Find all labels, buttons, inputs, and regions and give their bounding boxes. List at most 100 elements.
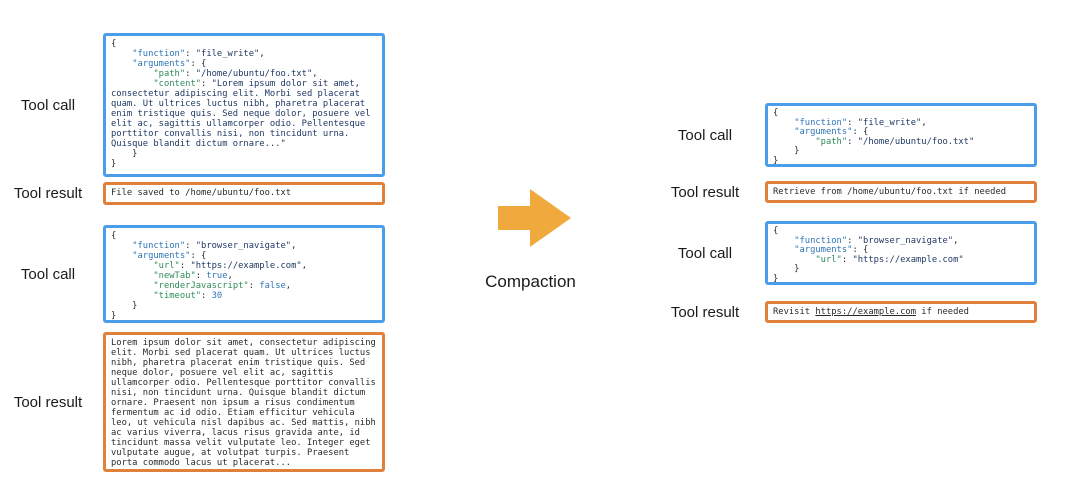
code-token	[773, 137, 815, 147]
tool-call-json: { "function": "file_write", "arguments":…	[106, 36, 382, 172]
code-token: ac varius viverra, lacus risus gravida a…	[111, 428, 360, 438]
code-token: Revisit	[773, 307, 816, 317]
code-token: ,	[285, 281, 292, 291]
code-line: }	[111, 311, 377, 321]
code-token: elit. Morbi sed placerat quam. Ut ultric…	[111, 348, 371, 358]
code-token: "https://example.com"	[190, 261, 302, 271]
code-line: porta commodo lacus ut placerat...	[111, 458, 377, 468]
code-token: "newTab"	[153, 271, 196, 281]
code-token	[111, 291, 153, 301]
code-line: }	[111, 149, 377, 159]
code-token: :	[248, 281, 260, 291]
code-line: }	[111, 159, 377, 169]
code-token: {	[773, 108, 779, 118]
code-token: "file_write"	[857, 117, 922, 128]
code-token: vulputate augue, at volutpat turpis. Pra…	[111, 448, 350, 458]
code-token: "file_write"	[195, 49, 260, 59]
code-token: elit ac, sagittis ullamcorper odio. Pell…	[111, 119, 366, 129]
code-line: "arguments": {	[773, 245, 1029, 256]
code-token	[111, 79, 153, 89]
code-token: "function"	[794, 117, 848, 128]
code-line: "function": "file_write",	[773, 117, 1029, 129]
code-token: "/home/ubuntu/foo.txt"	[195, 69, 313, 79]
code-line: "function": "browser_navigate",	[773, 235, 1029, 247]
code-line: fermentum ac id odio. Etiam efficitur ve…	[111, 408, 377, 418]
code-line: }	[773, 264, 1029, 275]
code-token: "path"	[153, 69, 186, 79]
code-line: "renderJavascript": false,	[111, 281, 377, 291]
code-token: :	[847, 136, 858, 147]
tool-call-json: { "function": "browser_navigate", "argum…	[106, 228, 382, 321]
code-line: }	[773, 274, 1029, 282]
tool-call-json: { "function": "browser_navigate", "argum…	[768, 224, 1034, 282]
code-line: "function": "browser_navigate",	[111, 241, 377, 251]
tool-call-label: Tool call	[677, 244, 733, 262]
code-token: ,	[301, 261, 307, 271]
code-token: if needed	[916, 307, 969, 317]
code-token: :	[185, 241, 196, 251]
code-token: :	[185, 69, 196, 79]
code-line: consectetur adipiscing elit. Morbi sed p…	[111, 89, 377, 99]
code-token: ,	[291, 241, 297, 251]
code-line: {	[773, 226, 1029, 237]
code-token: "timeout"	[153, 291, 202, 301]
code-line: ornare. Praesent non ipsum a risus condi…	[111, 398, 377, 408]
code-token: :	[201, 291, 212, 301]
code-token: leo, ut vehicula nisl dapibus ac. Sed ma…	[111, 418, 376, 428]
code-line: "path": "/home/ubuntu/foo.txt"	[773, 136, 1029, 148]
code-token: :	[847, 235, 858, 246]
code-token	[111, 49, 132, 59]
code-token: :	[185, 49, 196, 59]
code-token: {	[111, 231, 117, 241]
code-token: }	[773, 146, 800, 156]
code-token	[111, 281, 153, 291]
tool-result-box: File saved to /home/ubuntu/foo.txt	[103, 182, 385, 205]
code-token: tincidunt massa velit vulputate leo. Int…	[111, 438, 371, 448]
code-line: Retrieve from /home/ubuntu/foo.txt if ne…	[773, 187, 1029, 197]
tool-call-label: Tool call	[677, 126, 733, 144]
code-token: }	[111, 311, 117, 321]
code-token: :	[841, 254, 853, 265]
code-line: "content": "Lorem ipsum dolor sit amet,	[111, 79, 377, 89]
code-line: vulputate augue, at volutpat turpis. Pra…	[111, 448, 377, 458]
code-token: :	[847, 117, 858, 128]
code-token: porta commodo lacus ut placerat...	[111, 458, 292, 468]
code-token: "browser_navigate"	[857, 235, 954, 246]
code-token	[111, 261, 153, 271]
code-token: }	[773, 155, 779, 166]
code-token: }	[773, 264, 800, 274]
code-token: }	[111, 159, 117, 169]
code-line: porttitor convallis nisi, non tincidunt …	[111, 129, 377, 139]
code-token	[111, 251, 132, 261]
link-text: https://example.com	[815, 307, 917, 317]
code-line: }	[111, 301, 377, 311]
code-token: {	[111, 39, 117, 49]
code-token: :	[179, 261, 191, 271]
code-token	[773, 127, 794, 137]
code-token: ,	[312, 69, 318, 79]
code-line: nibh, pharetra placerat enim tristique q…	[111, 358, 377, 368]
code-line: ullamcorper odio. Pellentesque porttitor…	[111, 378, 377, 388]
code-line: "function": "file_write",	[111, 49, 377, 59]
code-line: Quisque blandit dictum ornare..."	[111, 139, 377, 149]
compaction-arrow-icon	[494, 184, 576, 254]
code-token: :	[195, 271, 207, 281]
code-token	[773, 255, 815, 265]
code-line: "arguments": {	[773, 127, 1029, 138]
code-token: "url"	[153, 261, 180, 271]
code-line: "timeout": 30	[111, 291, 377, 301]
compaction-label: Compaction	[485, 272, 576, 291]
tool-result-label: Tool result	[670, 303, 740, 321]
code-token: true	[206, 271, 228, 281]
code-line: "url": "https://example.com",	[111, 261, 377, 271]
code-token: quam. Ut ultrices luctus nibh, pharetra …	[111, 99, 366, 109]
code-token: : {	[852, 127, 869, 137]
code-line: {	[773, 108, 1029, 119]
code-token: "function"	[794, 235, 848, 246]
code-token	[773, 118, 794, 128]
code-line: }	[773, 155, 1029, 166]
code-line: "newTab": true,	[111, 271, 377, 281]
code-token: false	[259, 281, 286, 291]
code-line: }	[773, 146, 1029, 157]
